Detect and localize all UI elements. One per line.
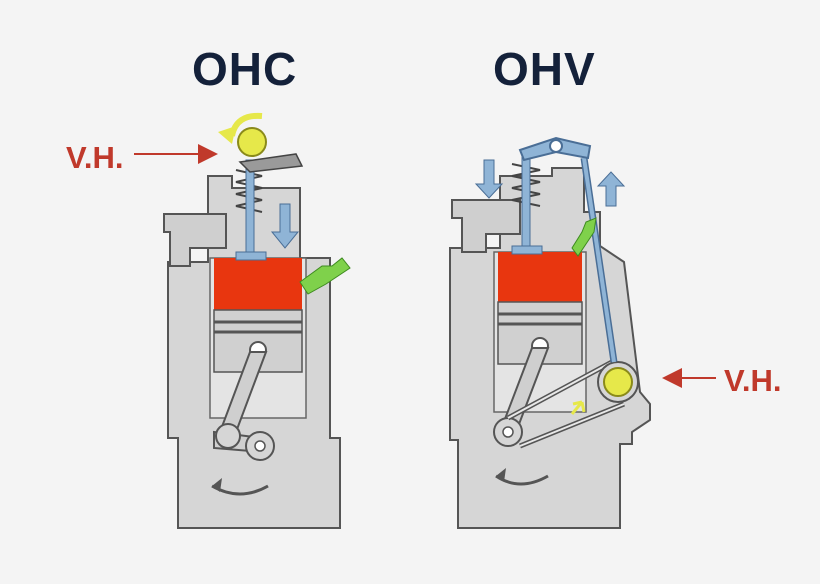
- ohc-crank-big-end: [216, 424, 240, 448]
- ohv-camshaft: [604, 368, 632, 396]
- ohv-valve-down-arrow: [476, 160, 502, 198]
- ohv-combustion-chamber: [498, 252, 582, 302]
- ohv-engine: [450, 138, 716, 528]
- ohc-engine: [134, 116, 350, 528]
- ohc-camshaft: [238, 128, 266, 156]
- ohc-combustion-chamber: [214, 258, 302, 310]
- ohv-valve-stem: [522, 152, 530, 254]
- ohv-pushrod-up-arrow: [598, 172, 624, 206]
- ohc-valve-stem: [246, 160, 254, 260]
- ohv-rocker-pivot: [550, 140, 562, 152]
